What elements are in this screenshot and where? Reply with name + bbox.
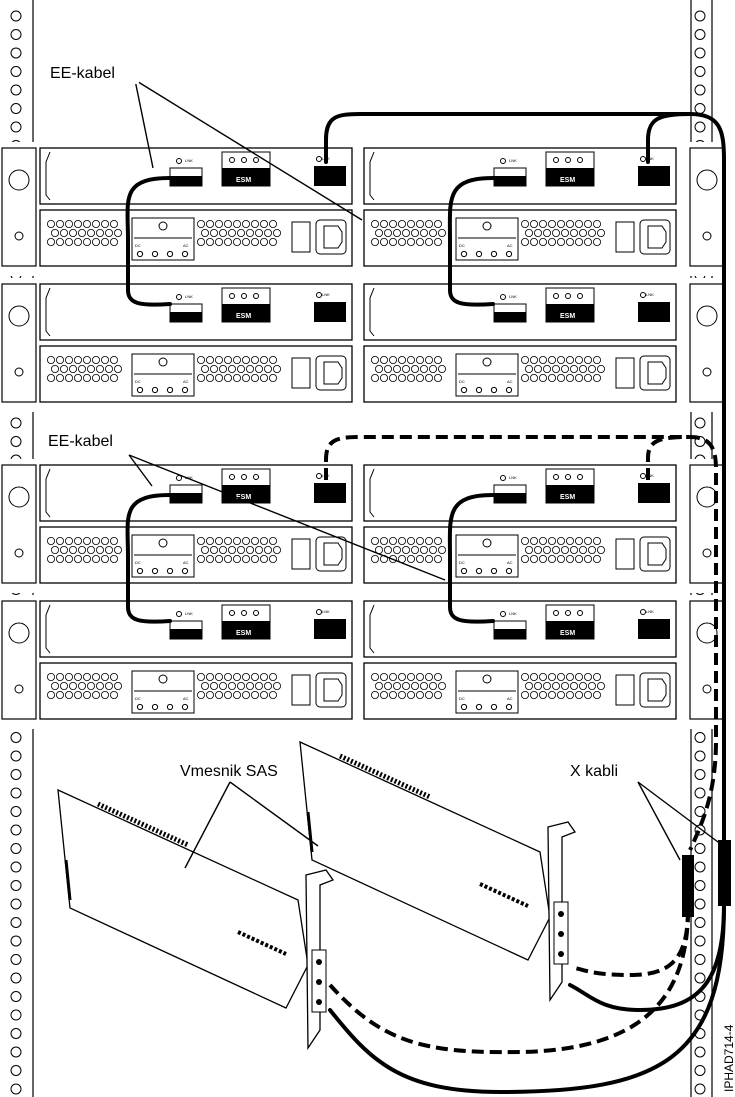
ee-cable-label-top: EE-kabel <box>50 65 115 82</box>
sas-adapter-card <box>300 742 575 1000</box>
svg-text:LNK: LNK <box>509 158 517 163</box>
svg-text:LNK: LNK <box>185 158 193 163</box>
enclosure-2: LNK ESM LNK DC AC LNK ESM LNK DC AC <box>0 278 735 412</box>
svg-text:AC: AC <box>507 696 513 701</box>
svg-text:LNK: LNK <box>646 609 654 614</box>
x-cables-label: X kabli <box>570 763 618 780</box>
x-cable-connector-left <box>682 855 694 917</box>
esm-module: ESM <box>222 605 270 639</box>
svg-text:LNK: LNK <box>322 609 330 614</box>
svg-text:DC: DC <box>135 696 141 701</box>
svg-text:AC: AC <box>183 243 189 248</box>
esm-module: ESM <box>222 288 270 322</box>
x-cable-connector-right <box>718 840 731 906</box>
svg-text:ESM: ESM <box>236 177 251 184</box>
esm-module: ESM <box>222 152 270 186</box>
svg-text:ESM: ESM <box>560 494 575 501</box>
figure-code: IPHAD714-4 <box>722 1024 735 1092</box>
svg-text:LNK: LNK <box>185 611 193 616</box>
svg-text:LNK: LNK <box>185 294 193 299</box>
svg-text:AC: AC <box>183 560 189 565</box>
svg-text:DC: DC <box>459 379 465 384</box>
svg-text:DC: DC <box>135 379 141 384</box>
svg-text:AC: AC <box>183 379 189 384</box>
ee-cable-label-bottom: EE-kabel <box>48 433 113 450</box>
svg-text:LNK: LNK <box>322 292 330 297</box>
esm-module: ESM <box>546 469 594 503</box>
svg-text:AC: AC <box>507 560 513 565</box>
enclosure-4: LNK ESM LNK DC AC LNK ESM LNK DC AC <box>0 595 735 729</box>
svg-text:ESM: ESM <box>560 313 575 320</box>
svg-text:ESM: ESM <box>560 177 575 184</box>
svg-text:DC: DC <box>135 243 141 248</box>
svg-text:DC: DC <box>459 560 465 565</box>
esm-module: ESM <box>546 152 594 186</box>
svg-text:DC: DC <box>459 696 465 701</box>
esm-module: ESM <box>546 288 594 322</box>
sas-adapter-cards <box>58 742 575 1048</box>
svg-text:DC: DC <box>135 560 141 565</box>
svg-text:LNK: LNK <box>509 611 517 616</box>
esm-module: ESM <box>546 605 594 639</box>
svg-text:AC: AC <box>507 243 513 248</box>
esm-module: ESM <box>222 469 270 503</box>
svg-text:AC: AC <box>183 696 189 701</box>
sas-adapter-label: Vmesnik SAS <box>180 763 278 780</box>
svg-text:ESM: ESM <box>560 630 575 637</box>
svg-text:ESM: ESM <box>236 313 251 320</box>
svg-text:DC: DC <box>459 243 465 248</box>
svg-text:ESM: ESM <box>236 630 251 637</box>
svg-text:LNK: LNK <box>509 294 517 299</box>
svg-text:LNK: LNK <box>509 475 517 480</box>
svg-text:AC: AC <box>507 379 513 384</box>
sas-adapter-card <box>58 790 333 1048</box>
svg-text:LNK: LNK <box>646 292 654 297</box>
